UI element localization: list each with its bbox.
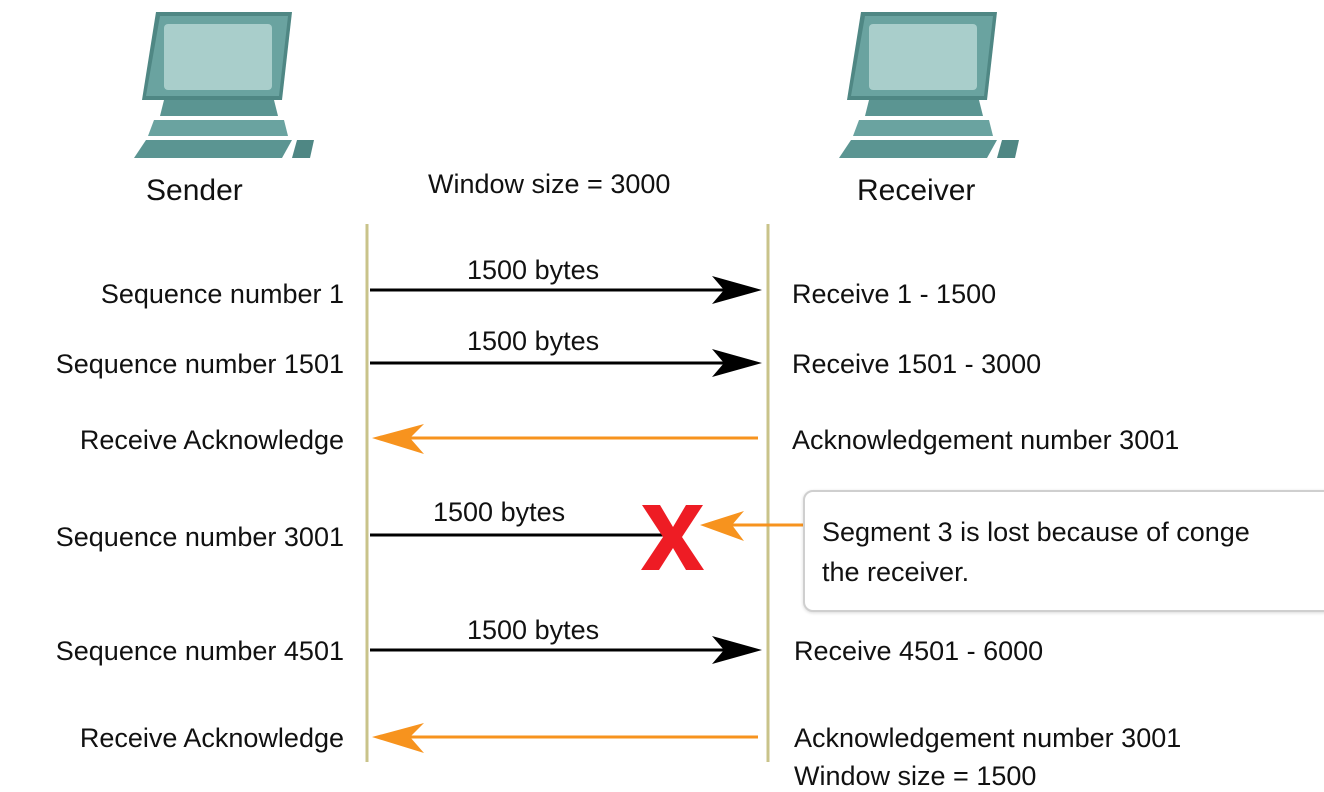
sender-label-6: Receive Acknowledge <box>79 723 344 753</box>
x-mark-icon <box>641 505 704 570</box>
arrow-label-1: 1500 bytes <box>467 255 600 285</box>
sender-label-1: Sequence number 1 <box>100 279 344 309</box>
receiver-label-6-window: Window size = 1500 <box>794 761 1037 791</box>
receiver-label-6: Acknowledgement number 3001 <box>794 723 1182 753</box>
ack-arrow-2 <box>372 723 758 753</box>
receiver-label-1: Receive 1 - 1500 <box>792 279 997 309</box>
receiver-label-3: Acknowledgement number 3001 <box>792 425 1180 455</box>
sender-label-3: Receive Acknowledge <box>79 425 344 455</box>
data-arrow-2 <box>370 349 762 377</box>
arrow-label-2: 1500 bytes <box>467 326 600 356</box>
receiver-label-5: Receive 4501 - 6000 <box>794 636 1044 666</box>
data-arrow-3 <box>370 636 762 664</box>
arrow-label-4: 1500 bytes <box>433 497 566 527</box>
callout-pointer-arrow <box>700 511 803 541</box>
callout-line-1: Segment 3 is lost because of conge <box>822 517 1250 547</box>
callout-line-2: the receiver. <box>822 557 970 587</box>
window-size-label: Window size = 3000 <box>428 169 671 199</box>
arrow-label-5: 1500 bytes <box>467 615 600 645</box>
sender-label-5: Sequence number 4501 <box>55 636 344 666</box>
ack-arrow-1 <box>372 424 758 454</box>
receiver-title: Receiver <box>857 174 976 207</box>
sender-label-4: Sequence number 3001 <box>55 522 344 552</box>
sender-title: Sender <box>146 174 243 207</box>
receiver-label-2: Receive 1501 - 3000 <box>792 349 1042 379</box>
sender-label-2: Sequence number 1501 <box>55 349 344 379</box>
data-arrow-1 <box>370 276 762 304</box>
loss-callout: Segment 3 is lost because of conge the r… <box>803 490 1324 612</box>
